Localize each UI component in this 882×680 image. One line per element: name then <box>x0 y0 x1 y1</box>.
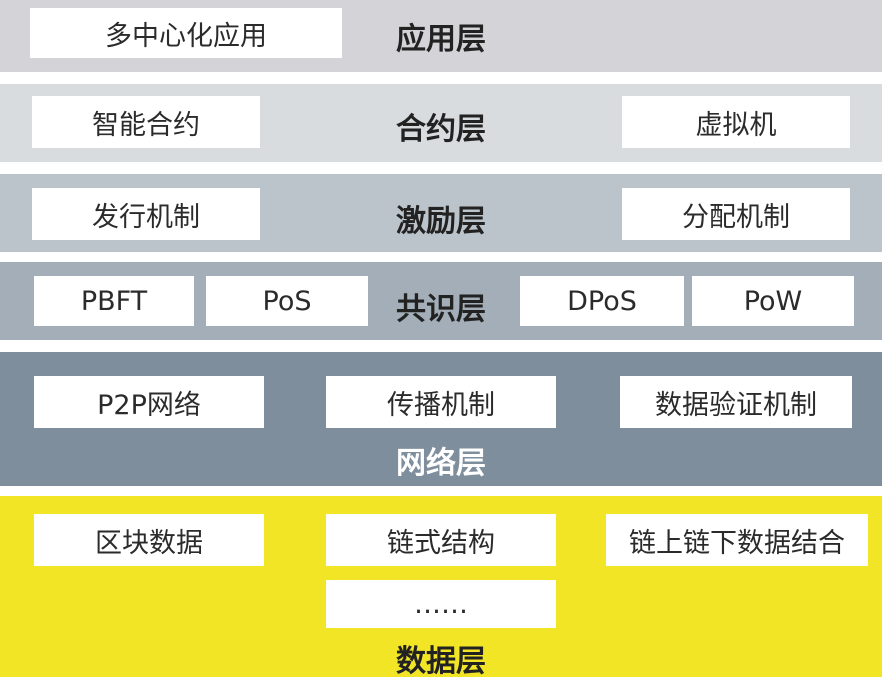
consensus-box-pbft: PBFT <box>34 276 194 326</box>
contract-layer-title: 合约层 <box>396 112 486 147</box>
app-box-label: 多中心化应用 <box>105 20 267 52</box>
network-layer: P2P网络 传播机制 数据验证机制 网络层 <box>0 352 882 486</box>
consensus-box-label: PBFT <box>80 285 148 317</box>
data-box-label: 链式结构 <box>387 527 495 559</box>
consensus-layer-title: 共识层 <box>396 292 486 327</box>
data-box-label: …… <box>414 588 468 620</box>
application-layer-title: 应用层 <box>396 22 486 57</box>
contract-box-virtual-machine: 虚拟机 <box>622 96 850 148</box>
contract-box-smart-contract: 智能合约 <box>32 96 260 148</box>
incentive-layer-title: 激励层 <box>396 204 486 239</box>
incentive-box-issuance: 发行机制 <box>32 188 260 240</box>
consensus-box-pow: PoW <box>692 276 854 326</box>
consensus-box-dpos: DPoS <box>520 276 684 326</box>
data-box-ellipsis: …… <box>326 580 556 628</box>
consensus-box-label: DPoS <box>567 285 637 317</box>
network-layer-title: 网络层 <box>396 446 486 481</box>
incentive-layer: 发行机制 激励层 分配机制 <box>0 174 882 252</box>
data-box-chain-structure: 链式结构 <box>326 514 556 566</box>
contract-layer: 智能合约 合约层 虚拟机 <box>0 84 882 162</box>
data-box-onchain-offchain: 链上链下数据结合 <box>606 514 868 566</box>
consensus-box-label: PoW <box>743 285 803 317</box>
contract-box-label: 虚拟机 <box>695 109 777 141</box>
consensus-box-pos: PoS <box>206 276 368 326</box>
application-layer: 多中心化应用 应用层 <box>0 0 882 72</box>
app-box-decentralized-apps: 多中心化应用 <box>30 8 342 58</box>
data-box-label: 区块数据 <box>95 527 203 559</box>
data-box-block-data: 区块数据 <box>34 514 264 566</box>
incentive-box-distribution: 分配机制 <box>622 188 850 240</box>
contract-box-label: 智能合约 <box>92 109 200 141</box>
network-box-label: 传播机制 <box>387 389 495 421</box>
consensus-layer: PBFT PoS 共识层 DPoS PoW <box>0 262 882 340</box>
network-box-propagation: 传播机制 <box>326 376 556 428</box>
incentive-box-label: 分配机制 <box>682 201 790 233</box>
network-box-p2p: P2P网络 <box>34 376 264 428</box>
network-box-verification: 数据验证机制 <box>620 376 852 428</box>
incentive-box-label: 发行机制 <box>92 201 200 233</box>
data-layer: 区块数据 链式结构 链上链下数据结合 …… 数据层 <box>0 496 882 679</box>
consensus-box-label: PoS <box>262 285 312 317</box>
data-layer-title: 数据层 <box>396 644 486 679</box>
data-box-label: 链上链下数据结合 <box>629 527 845 559</box>
network-box-label: P2P网络 <box>97 389 201 421</box>
network-box-label: 数据验证机制 <box>655 389 817 421</box>
